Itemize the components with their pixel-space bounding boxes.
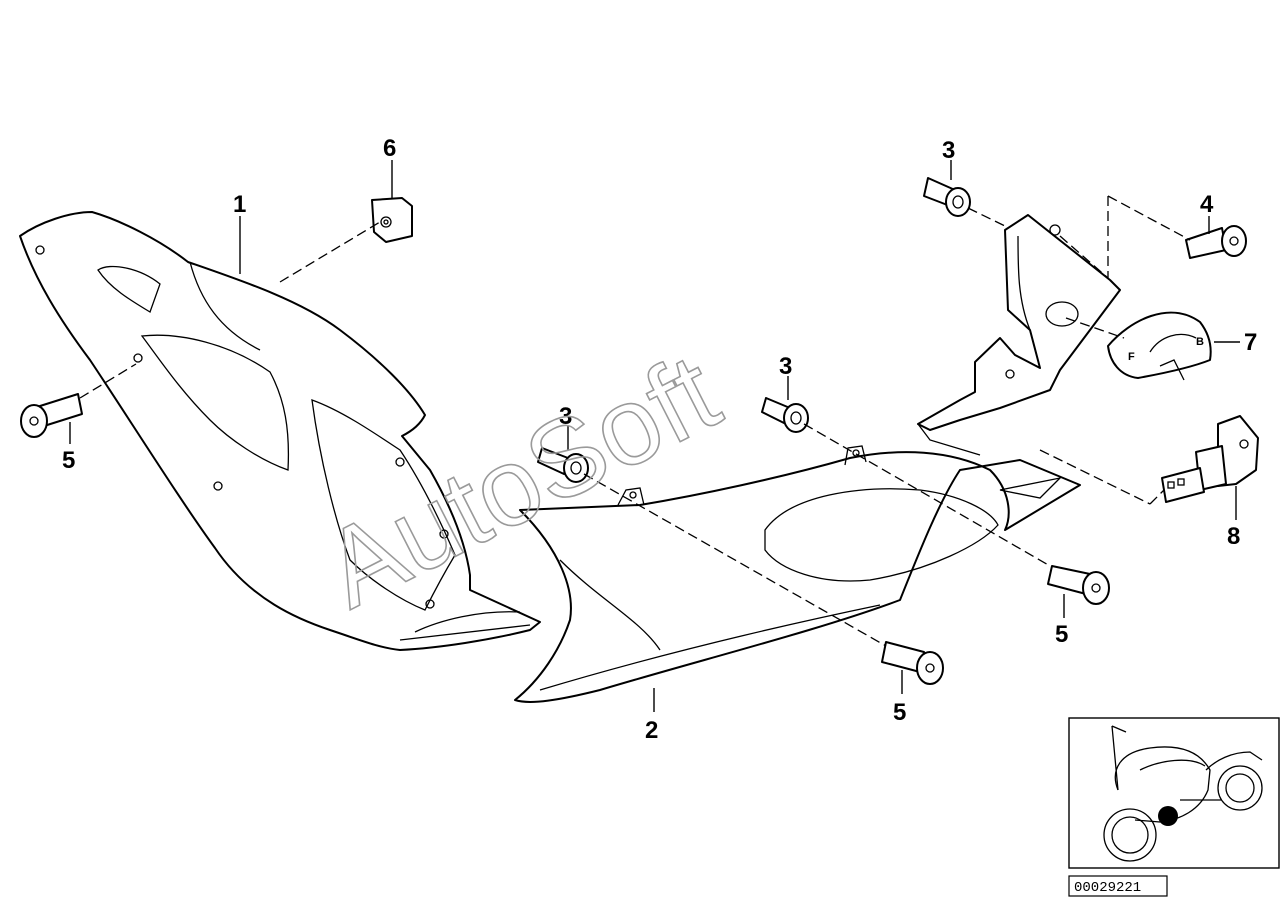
location-marker (1158, 806, 1178, 826)
callout-numbers: 1 2 3 3 3 4 5 5 5 6 7 8 (62, 135, 1257, 744)
callout-6: 6 (383, 135, 396, 162)
callout-1: 1 (233, 191, 246, 218)
part-3-grommet-left (537, 447, 589, 483)
gauge-label-left: F (1128, 351, 1135, 363)
part-4-screw (1185, 225, 1247, 259)
callout-4: 4 (1200, 191, 1214, 218)
callout-5-left: 5 (62, 447, 75, 474)
callout-8: 8 (1227, 523, 1240, 550)
catalog-number-box: 00029221 (1068, 875, 1168, 897)
part-5-screw-bottom (881, 641, 944, 685)
part-7-gauge-plate: F B (1107, 311, 1212, 381)
catalog-number: 00029221 (1074, 880, 1141, 896)
callout-3-top: 3 (942, 137, 955, 164)
part-5-screw-right (1047, 565, 1110, 605)
motorcycle-outline (1103, 725, 1263, 862)
callout-3-middle: 3 (779, 353, 792, 380)
part-3-grommet-top (923, 177, 971, 217)
leader-lines (69, 160, 1240, 712)
callout-3-left: 3 (559, 403, 572, 430)
part-8-sensor (1161, 415, 1259, 503)
callout-5-bottom: 5 (893, 699, 906, 726)
assembly-dashed-lines (79, 195, 1191, 647)
callout-7: 7 (1244, 329, 1257, 356)
location-thumbnail (1068, 717, 1280, 869)
callout-5-right: 5 (1055, 621, 1068, 648)
part-5-screw-left (20, 393, 83, 438)
callout-2: 2 (645, 717, 658, 744)
part-3-grommet-middle (761, 397, 809, 433)
mounting-bracket (917, 214, 1121, 456)
gauge-label-right: B (1196, 336, 1204, 348)
part-1-left-fairing-panel (19, 211, 541, 651)
part-6-clip-nut (371, 197, 413, 243)
